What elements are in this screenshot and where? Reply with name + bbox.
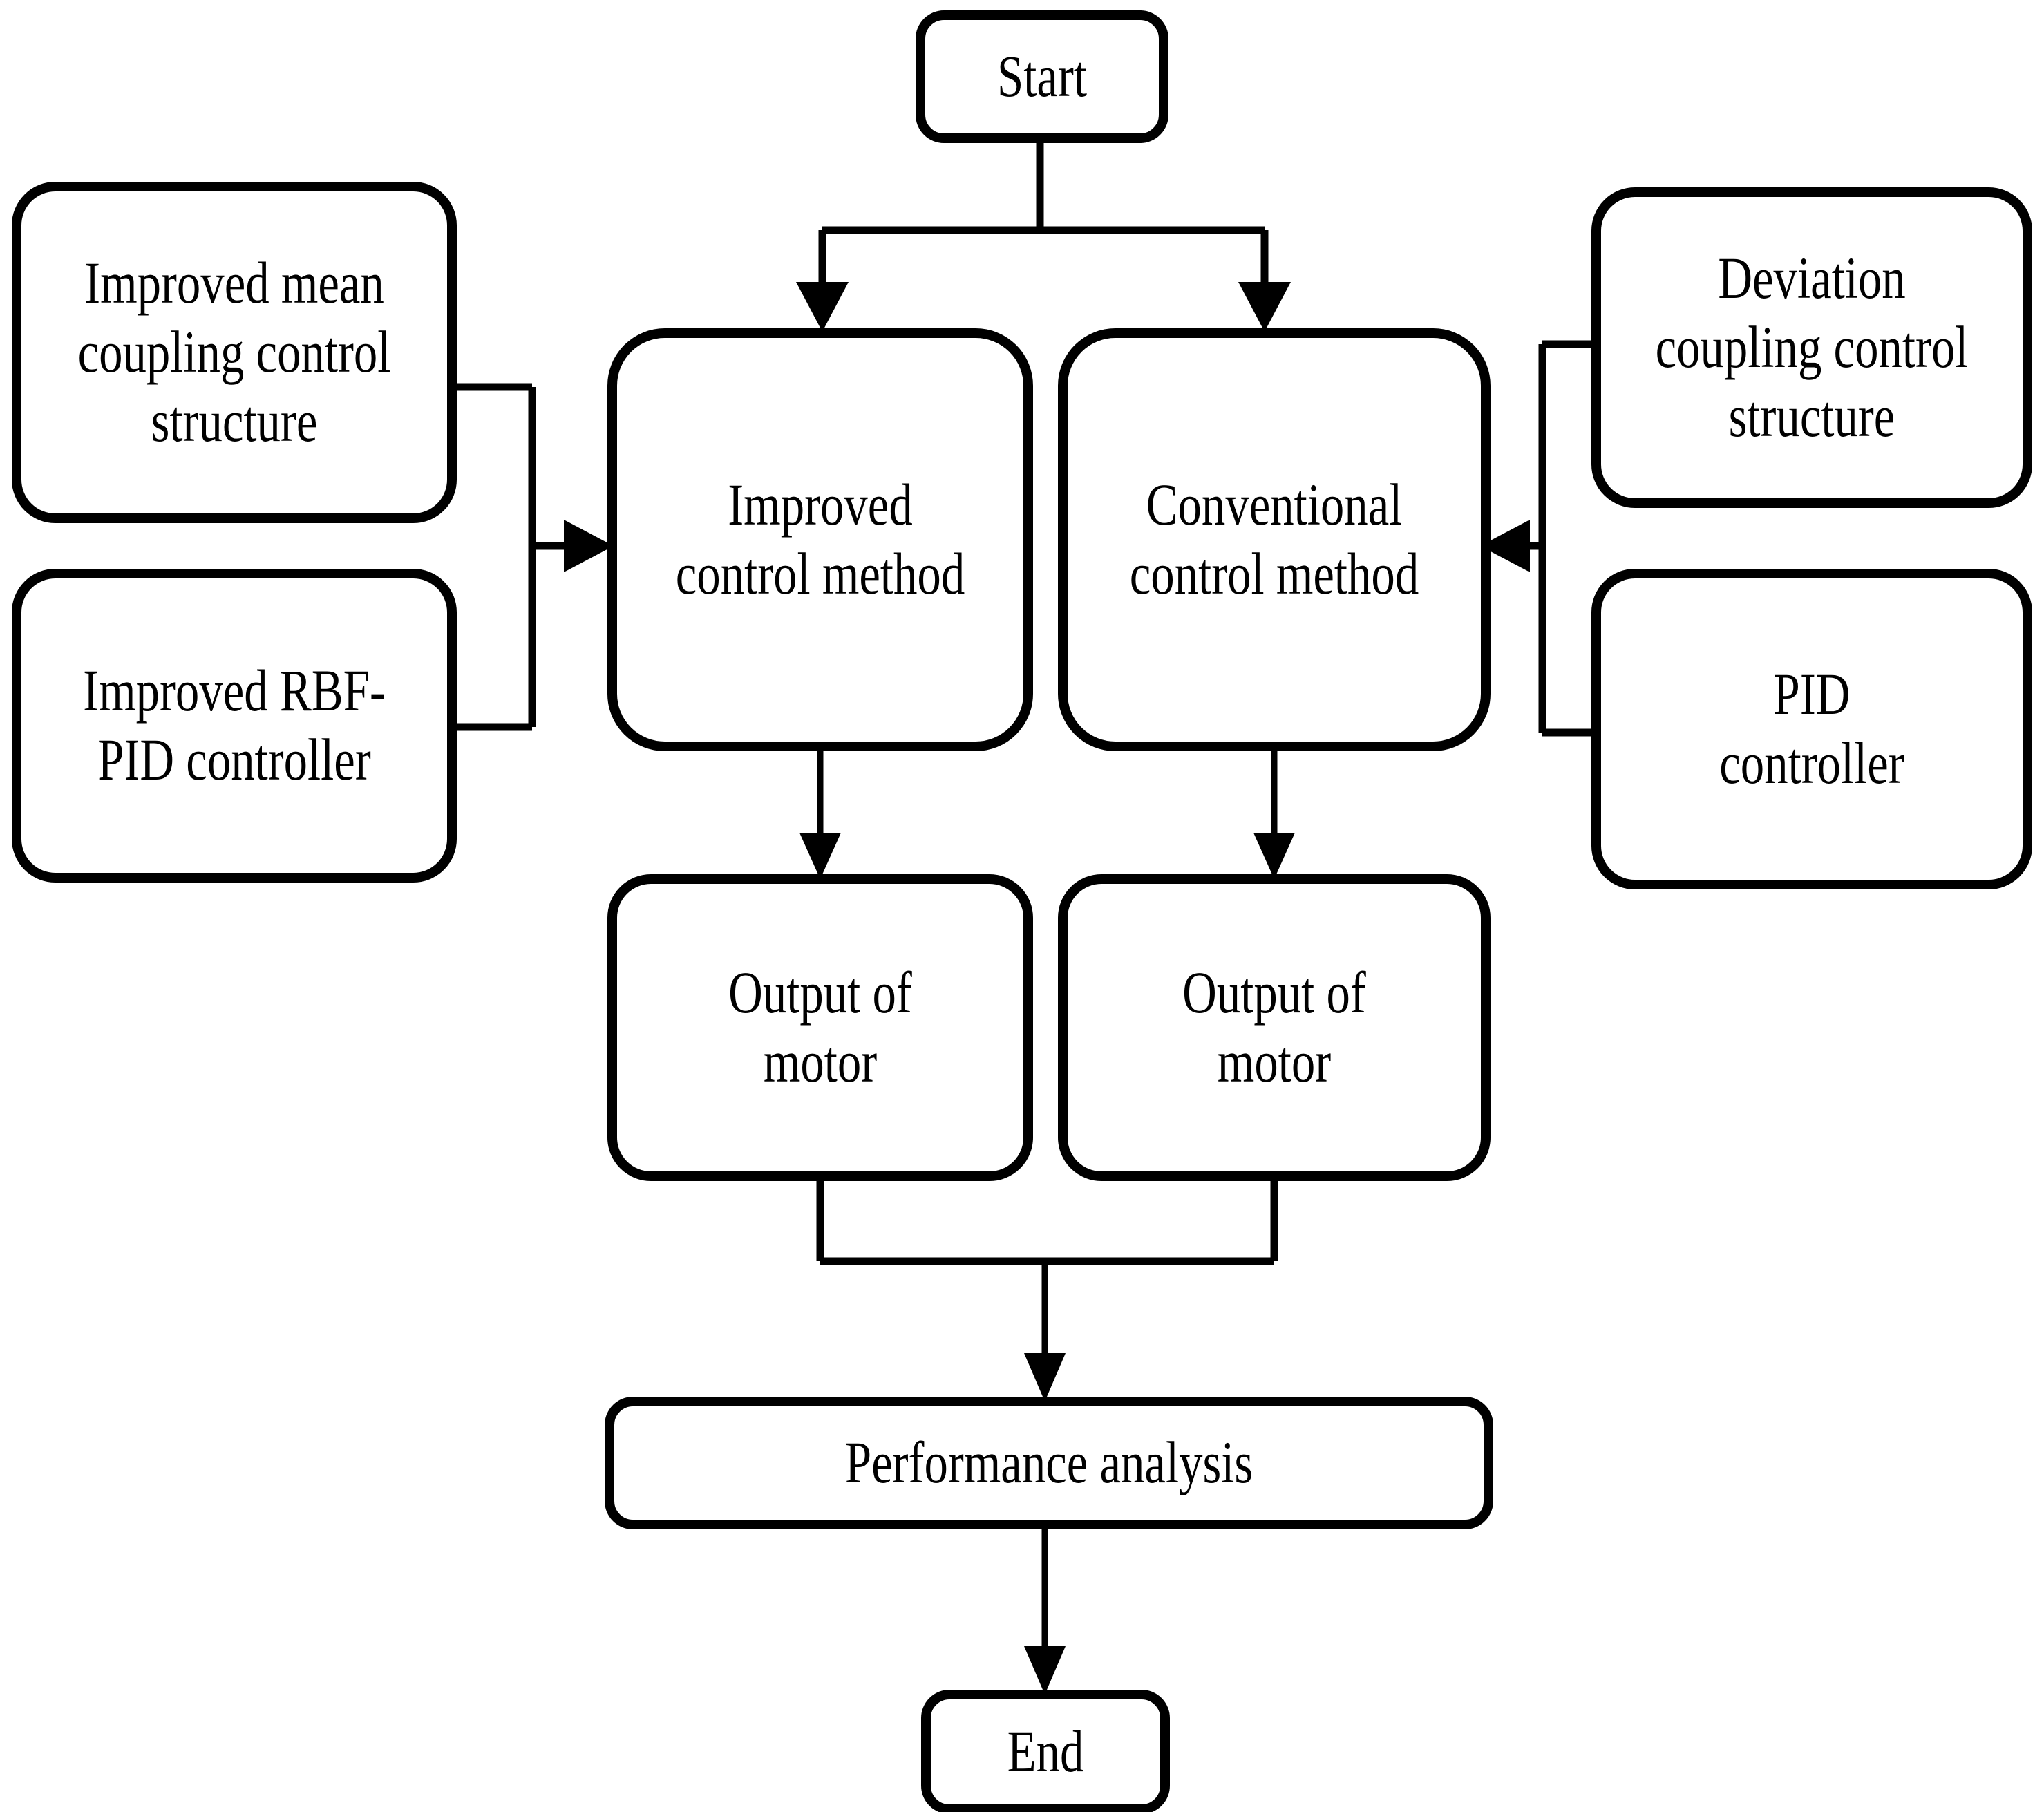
edge-conventional-to-output <box>1253 746 1295 879</box>
node-improved-mean-shape[interactable] <box>12 182 457 523</box>
node-output-right-shape[interactable] <box>1058 874 1491 1181</box>
node-deviation-shape[interactable] <box>1591 187 2032 508</box>
node-start-shape[interactable] <box>916 10 1168 143</box>
node-output-left-shape[interactable] <box>607 874 1033 1181</box>
node-improved-rbf-shape[interactable] <box>12 569 457 883</box>
node-conventional-method-shape[interactable] <box>1058 328 1491 751</box>
node-improved-method-shape[interactable] <box>607 328 1033 751</box>
node-pid-shape[interactable] <box>1591 569 2032 889</box>
edge-right-merge <box>1480 340 1596 737</box>
edge-start-split <box>796 138 1291 332</box>
edge-outputs-to-performance <box>816 1175 1278 1402</box>
edge-left-merge <box>449 383 614 731</box>
edge-performance-to-end <box>1024 1524 1066 1695</box>
node-end-shape[interactable] <box>921 1690 1170 1812</box>
edge-improved-to-output <box>799 746 841 879</box>
node-performance-shape[interactable] <box>605 1397 1493 1529</box>
